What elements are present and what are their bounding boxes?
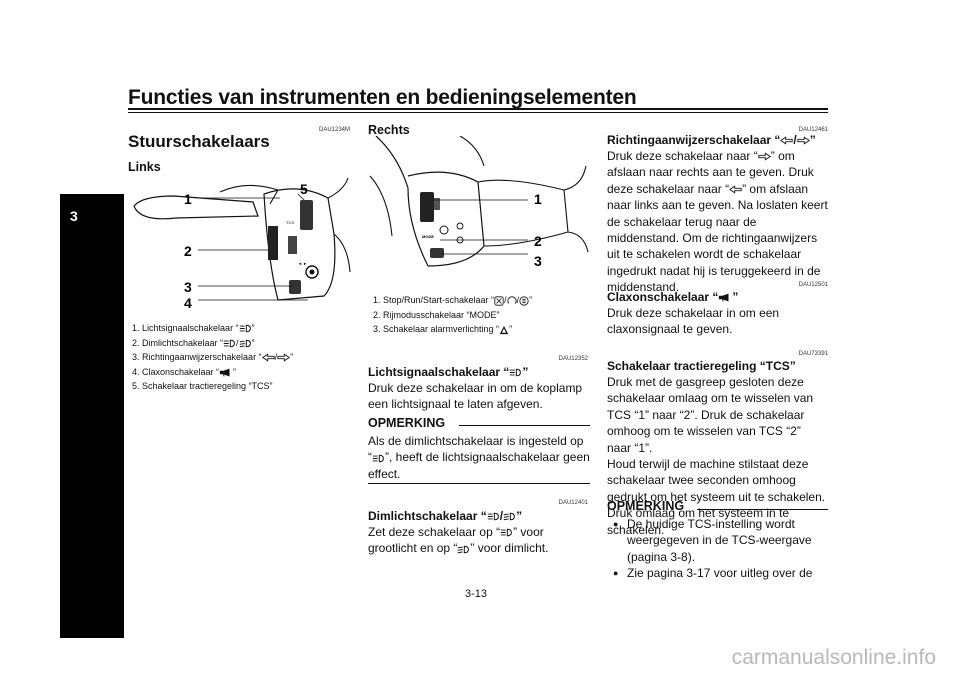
doc-code: DAU73391 (798, 351, 828, 357)
note-rule (697, 509, 828, 510)
heading-dimlicht: Dimlichtschakelaar “/” (368, 509, 523, 523)
heading-claxon: Claxonschakelaar “” (607, 290, 739, 304)
callout-4: 4 (184, 295, 192, 311)
caption-item: 3. Richtingaanwijzerschakelaar “/” (132, 352, 294, 362)
hazard-icon (499, 325, 509, 335)
note-heading: OPMERKING (368, 416, 446, 430)
start-icon (519, 296, 529, 306)
tcs-paragraph: Druk met de gasgreep gesloten deze schak… (607, 375, 814, 455)
tcs-label: TCS (286, 220, 294, 225)
note-end-rule (368, 483, 590, 484)
callout-1: 1 (184, 191, 192, 207)
svg-text:◄ ►: ◄ ► (298, 261, 307, 266)
right-handlebar-figure: MODE 1 2 3 (369, 136, 589, 269)
caption-item: 4. Claxonschakelaar “” (132, 366, 237, 377)
doc-code: DAU12461 (798, 127, 828, 133)
left-arrow-icon (780, 136, 793, 145)
doc-code: DAU1234M (318, 127, 350, 133)
heading-lichtsignaal: Lichtsignaalschakelaar “” (368, 365, 529, 379)
callout-1: 1 (534, 191, 542, 207)
note-text: Als de dimlichtschakelaar is ingesteld o… (368, 434, 590, 481)
lowbeam-icon (457, 545, 470, 554)
chapter-tab-number: 3 (70, 208, 78, 224)
callout-3: 3 (534, 253, 542, 269)
mode-label: MODE (422, 234, 434, 239)
subheading-rechts: Rechts (368, 123, 410, 137)
note-bullet: Zie pagina 3-17 voor uitleg over de (607, 565, 828, 582)
heading-tcs: Schakelaar tractieregeling “TCS” (607, 359, 796, 373)
middle-captions: 1. Stop/Run/Start-schakelaar “//” 2. Rij… (373, 293, 532, 337)
stop-icon (494, 296, 504, 306)
caption-item: 1. Stop/Run/Start-schakelaar “//” (373, 295, 533, 306)
title-rule (128, 108, 828, 110)
left-handlebar-figure: TCS ◄ ► 1 5 2 3 4 (133, 177, 351, 311)
lichtsignaal-text: Druk deze schakelaar in om de koplamp ee… (368, 381, 583, 412)
right-arrow-icon (758, 152, 771, 161)
caption-item: 5. Schakelaar tractieregeling “TCS” (132, 381, 273, 391)
callout-2: 2 (184, 243, 192, 259)
callout-3: 3 (184, 279, 192, 295)
right-arrow-icon (797, 136, 810, 145)
callout-5: 5 (300, 181, 308, 197)
callout-2: 2 (534, 233, 542, 249)
caption-item: 1. Lichtsignaalschakelaar “” (132, 323, 255, 333)
page-number: 3-13 (465, 588, 488, 600)
doc-code: DAU12501 (798, 282, 828, 288)
note-rule (459, 425, 590, 426)
note-bullets: De huidige TCS-instelling wordt weergege… (607, 516, 828, 582)
heading-richtingaanwijzer: Richtingaanwijzerschakelaar “/” (607, 133, 816, 147)
page-title: Functies van instrumenten en bedieningse… (128, 86, 637, 109)
caption-item: 2. Rijmodusschakelaar “MODE” (373, 309, 500, 320)
title-rule-thin (128, 112, 828, 113)
highbeam-icon (500, 528, 513, 537)
section-heading: Stuurschakelaars (128, 132, 270, 151)
highbeam-icon (487, 512, 500, 521)
watermark: carmanualsonline.info (731, 646, 936, 669)
doc-code: DAU12352 (558, 356, 588, 362)
richtingaanwijzer-text: Druk deze schakelaar naar “” om afslaan … (607, 149, 828, 295)
chapter-tab: 3 (60, 194, 124, 638)
note-bullet: De huidige TCS-instelling wordt weergege… (607, 516, 828, 565)
lowbeam-icon (503, 512, 516, 521)
lowbeam-icon (239, 339, 252, 348)
tcs-text: Druk met de gasgreep gesloten deze schak… (607, 374, 828, 538)
highbeam-icon (509, 368, 522, 377)
run-icon (507, 296, 517, 306)
dimlicht-text: Zet deze schakelaar op “” voor grootlich… (368, 525, 549, 556)
caption-item: 3. Schakelaar alarmverlichting “” (373, 324, 513, 335)
left-captions: 1. Lichtsignaalschakelaar “” 2. Dimlicht… (132, 321, 293, 394)
highbeam-icon (372, 454, 385, 463)
doc-code: DAU12401 (558, 500, 588, 506)
left-arrow-icon (729, 185, 742, 194)
horn-icon (219, 368, 233, 377)
highbeam-icon (239, 324, 252, 333)
subheading-links: Links (128, 160, 161, 174)
highbeam-icon (223, 339, 236, 348)
left-arrow-icon (262, 353, 275, 362)
note-heading: OPMERKING (607, 499, 685, 513)
claxon-text: Druk deze schakelaar in om een claxonsig… (607, 306, 780, 337)
horn-icon (718, 293, 732, 302)
caption-item: 2. Dimlichtschakelaar “/” (132, 337, 255, 348)
right-arrow-icon (277, 353, 290, 362)
